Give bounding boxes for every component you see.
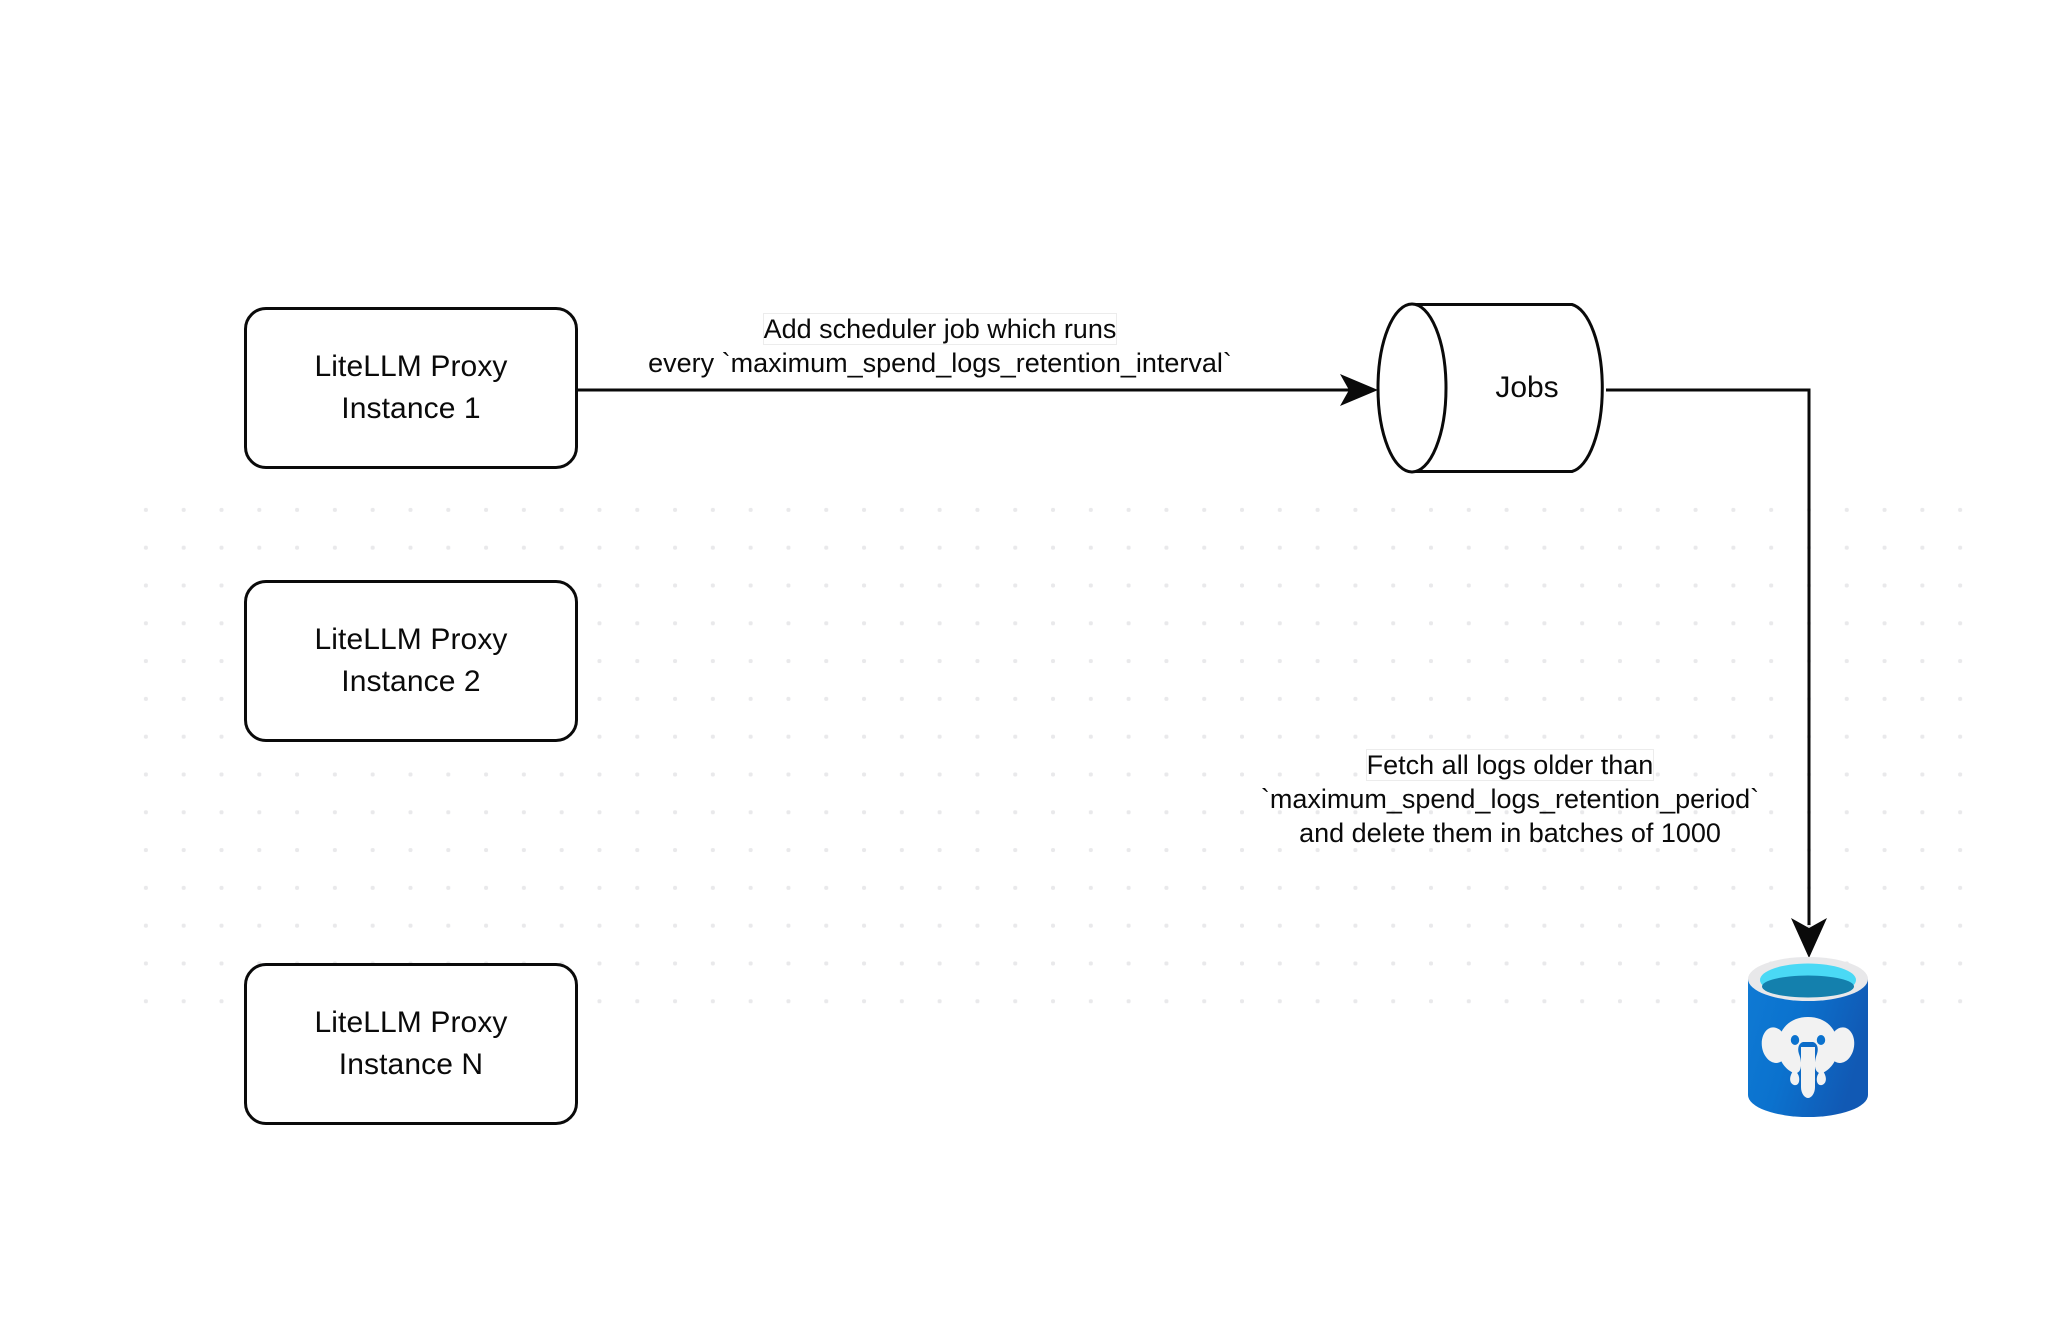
node-label-line1: LiteLLM Proxy	[314, 1006, 508, 1039]
edge-label-scheduler-line2: every `maximum_spend_logs_retention_inte…	[648, 348, 1232, 378]
node-label-line1: LiteLLM Proxy	[314, 350, 508, 383]
node-label-line2: Instance 2	[341, 665, 481, 698]
edge-label-retention-line2: `maximum_spend_logs_retention_period`	[1260, 784, 1760, 814]
jobs-cylinder-shape	[1376, 302, 1604, 474]
node-jobs-queue[interactable]: Jobs	[1376, 302, 1608, 474]
edge-label-scheduler-line1: Add scheduler job which runs	[763, 314, 1117, 344]
edge-label-scheduler: Add scheduler job which runs every `maxi…	[560, 312, 1320, 380]
node-litellm-proxy-instance-n[interactable]: LiteLLM Proxy Instance N	[244, 963, 578, 1125]
node-label-line2: Instance 1	[341, 392, 481, 425]
node-litellm-proxy-instance-1[interactable]: LiteLLM Proxy Instance 1	[244, 307, 578, 469]
node-jobs-label: Jobs	[1495, 371, 1559, 404]
edge-label-retention-line1: Fetch all logs older than	[1366, 750, 1654, 780]
postgresql-database-icon	[1748, 957, 1868, 1117]
node-label-line1: LiteLLM Proxy	[314, 623, 508, 656]
node-litellm-proxy-instance-2[interactable]: LiteLLM Proxy Instance 2	[244, 580, 578, 742]
edge-scheduler-arrowhead	[1340, 374, 1378, 406]
edge-label-retention: Fetch all logs older than `maximum_spend…	[1230, 748, 1790, 850]
node-postgres-database[interactable]	[1744, 955, 1872, 1123]
edge-retention-arrowhead	[1791, 918, 1827, 958]
node-label-line2: Instance N	[338, 1048, 484, 1081]
edge-label-retention-line3: and delete them in batches of 1000	[1299, 818, 1721, 848]
